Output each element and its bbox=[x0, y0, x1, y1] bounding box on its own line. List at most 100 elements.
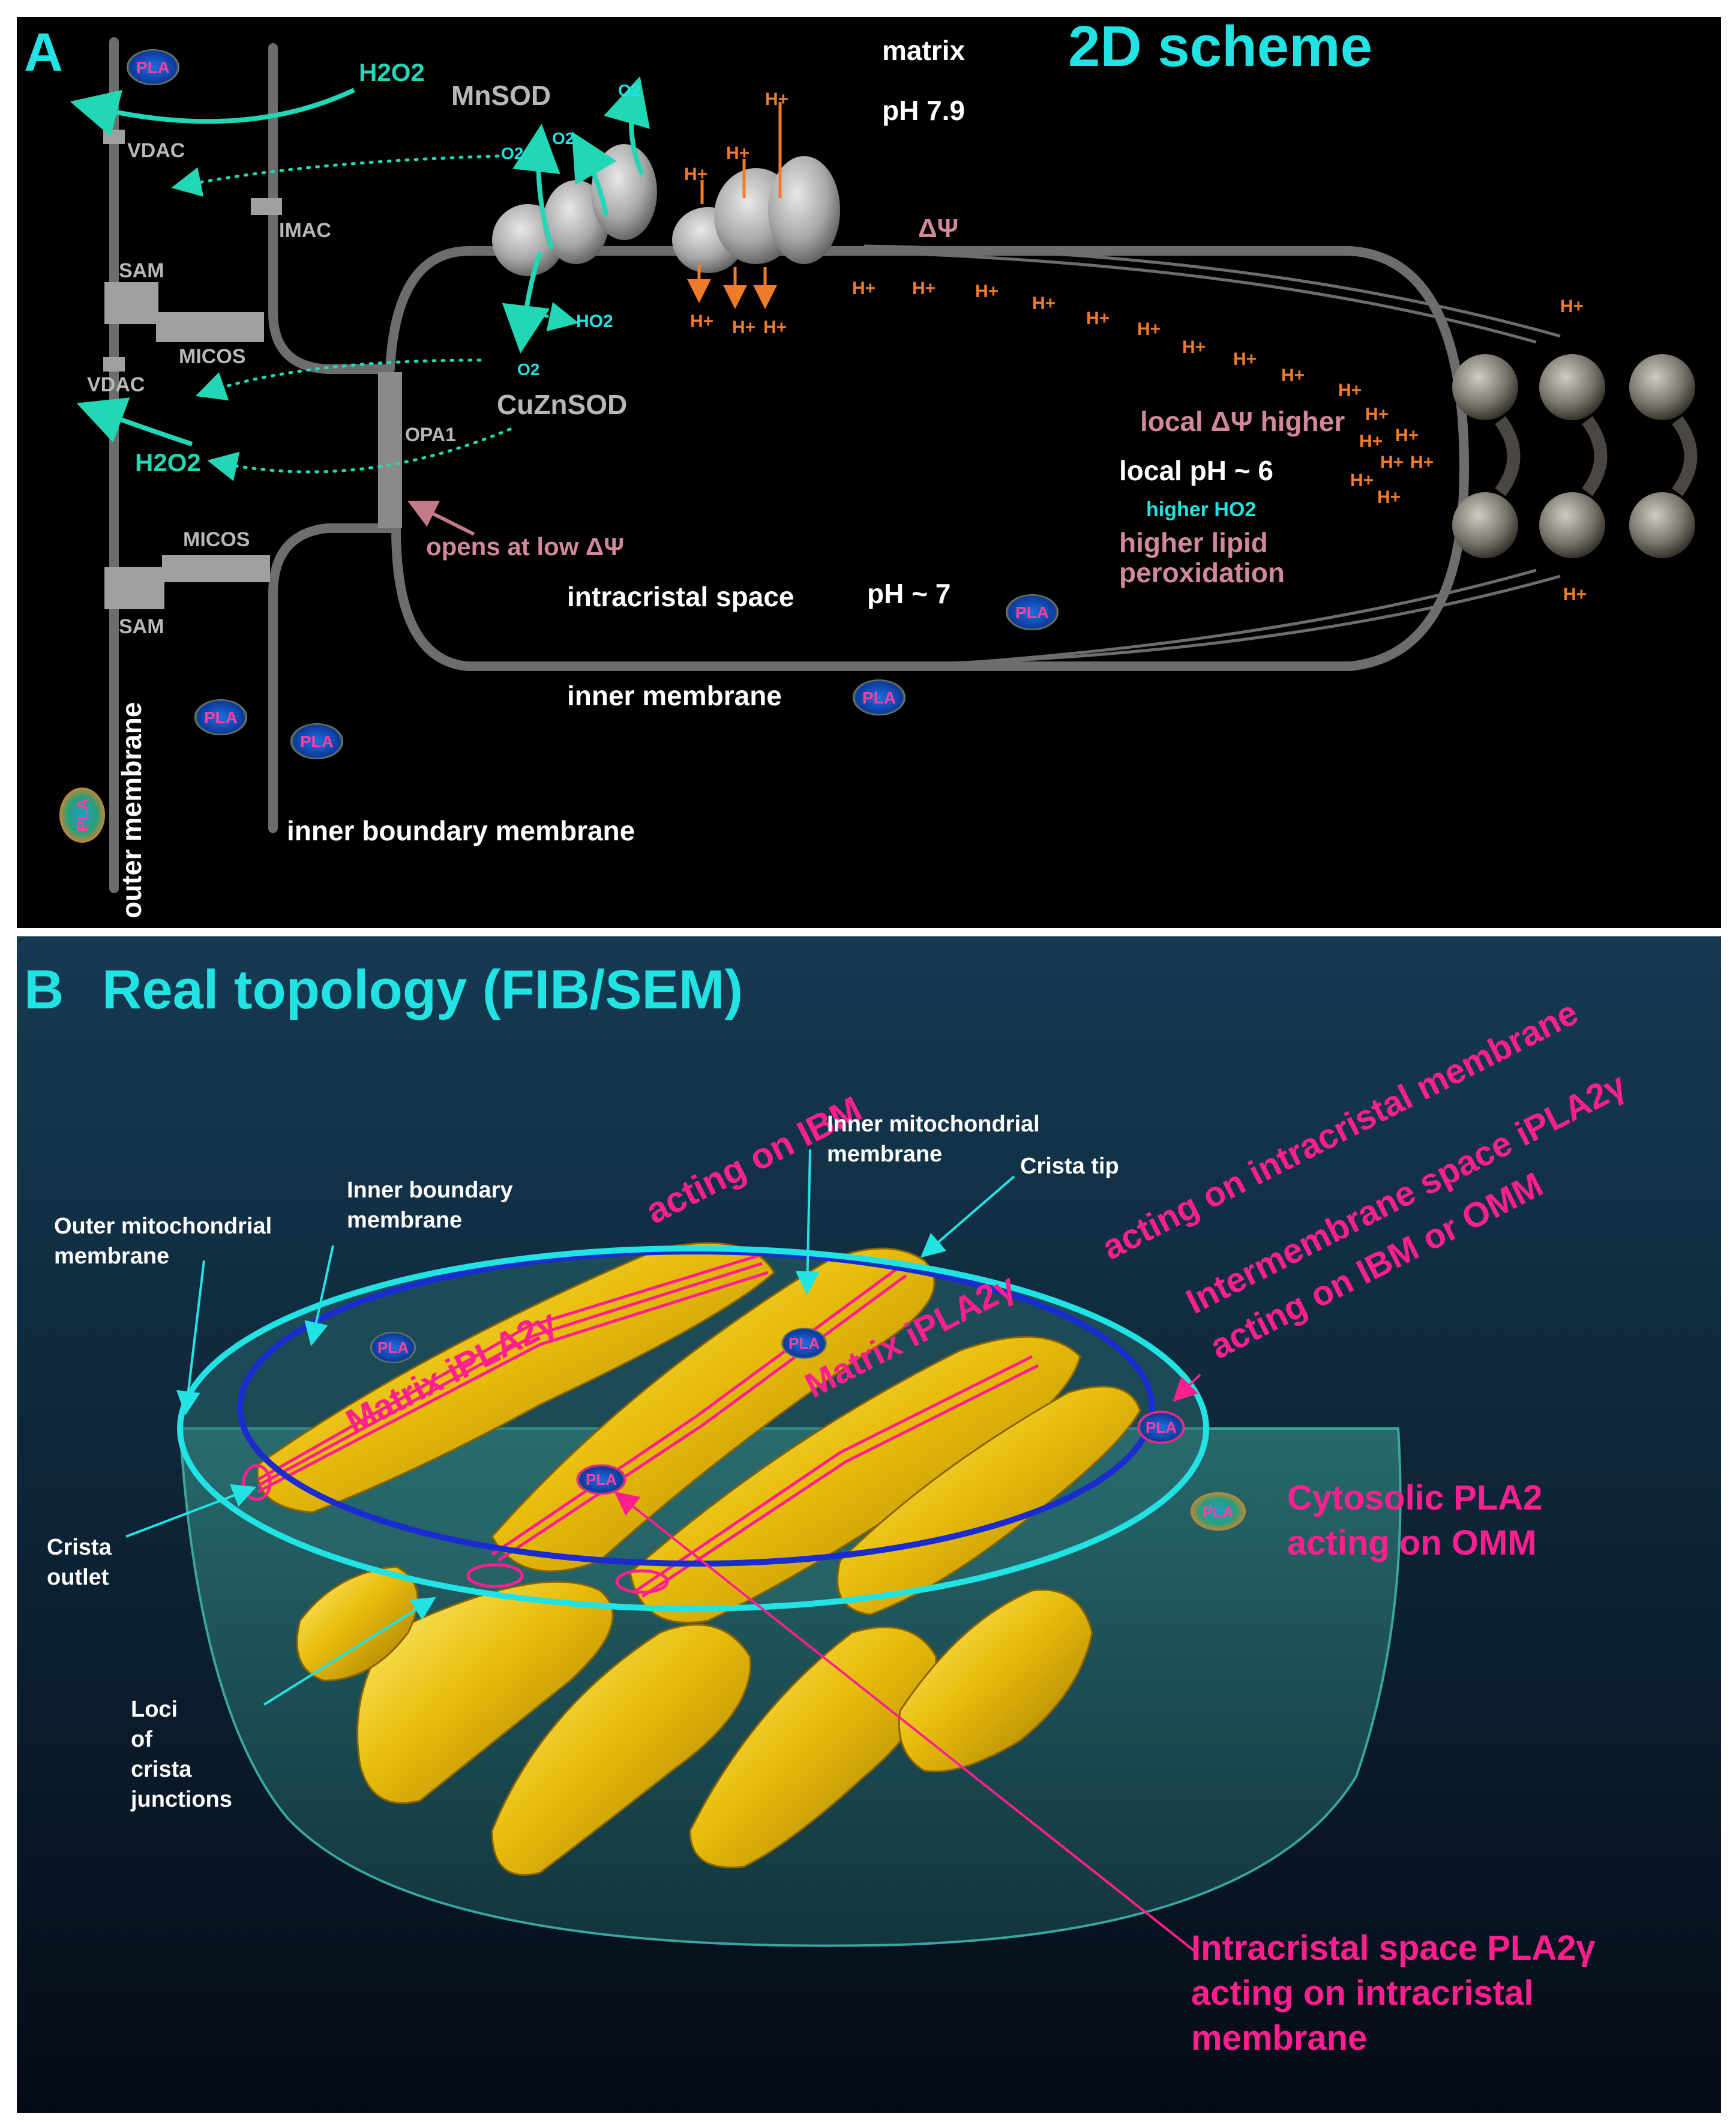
crista-tip-lines bbox=[863, 244, 1561, 671]
opa1-block bbox=[378, 372, 402, 528]
local-ph-label: local pH ~ 6 bbox=[1119, 455, 1273, 486]
intracristal-pla-label-1: Intracristal space PLA2γ bbox=[1191, 1929, 1596, 1968]
matrix-label: matrix bbox=[882, 35, 965, 66]
pla-label: PLA bbox=[862, 688, 896, 707]
inner-mito-label-2: membrane bbox=[827, 1142, 942, 1167]
pla-label: PLA bbox=[788, 1334, 820, 1352]
intracristal-space-label: intracristal space bbox=[567, 581, 794, 612]
h2o2-left-label: H2O2 bbox=[135, 448, 201, 477]
callout-lines bbox=[125, 1149, 1015, 1706]
h2o2-arrow-top bbox=[70, 88, 355, 137]
proton-label: H+ bbox=[912, 279, 936, 298]
loci-label-4: junctions bbox=[130, 1787, 232, 1812]
inner-boundary-label-2: membrane bbox=[347, 1208, 462, 1233]
local-dpsi-label: local ΔΨ higher bbox=[1140, 406, 1345, 437]
intracristal-pla-label-2: acting on intracristal bbox=[1191, 1974, 1533, 2013]
pla-label: PLA bbox=[1203, 1503, 1234, 1521]
pla-badges-b bbox=[370, 1328, 1246, 1531]
h2o2-top-label: H2O2 bbox=[359, 58, 425, 86]
opa1-label: OPA1 bbox=[405, 424, 456, 445]
sam-bottom-block bbox=[104, 567, 164, 609]
ho2-label: HO2 bbox=[576, 312, 613, 331]
proton-label: H+ bbox=[726, 143, 749, 163]
higher-ho2-label: higher HO2 bbox=[1146, 498, 1256, 521]
pla-label: PLA bbox=[1015, 603, 1049, 622]
proton-label: H+ bbox=[1032, 294, 1056, 313]
proton-label: H+ bbox=[732, 318, 755, 337]
loci-label-2: of bbox=[131, 1727, 152, 1752]
vdac-top-block bbox=[103, 130, 125, 144]
vdac-top-label: VDAC bbox=[127, 139, 185, 162]
vdac-mid-block bbox=[103, 357, 125, 372]
proton-label: H+ bbox=[1233, 349, 1257, 369]
proton-label: H+ bbox=[1350, 471, 1374, 490]
pla-label: PLA bbox=[377, 1339, 409, 1357]
inner-boundary-label-1: Inner boundary bbox=[347, 1178, 513, 1203]
pla-label: PLA bbox=[136, 58, 170, 77]
pla-label: PLA bbox=[73, 798, 92, 832]
crista-membrane bbox=[385, 246, 1470, 671]
cuznsod-label: CuZnSOD bbox=[497, 389, 627, 420]
ros-dotted-paths bbox=[171, 154, 579, 481]
outer-mito-label-1: Outer mitochondrial bbox=[54, 1214, 272, 1239]
micos-bottom-block bbox=[162, 555, 270, 582]
proton-label: H+ bbox=[765, 89, 788, 109]
sam-bottom-label: SAM bbox=[119, 615, 164, 638]
proton-label: H+ bbox=[1380, 453, 1404, 472]
inner-mito-label-1: Inner mitochondrial bbox=[827, 1112, 1040, 1137]
opa1-pointer-arrow bbox=[407, 501, 475, 536]
intracristal-pla-label-3: membrane bbox=[1191, 2019, 1367, 2058]
atp-synthase-dimers bbox=[1452, 354, 1698, 558]
delta-psi-label: ΔΨ bbox=[918, 214, 958, 243]
micos-bottom-label: MICOS bbox=[183, 528, 250, 551]
o2-label: O2 bbox=[618, 81, 640, 100]
h2o2-arrow-left bbox=[76, 397, 193, 447]
panel-a-title: 2D scheme bbox=[1068, 14, 1372, 79]
panel-a-letter: A bbox=[24, 23, 63, 83]
proton-label: H+ bbox=[1182, 337, 1206, 357]
peroxidation-label: peroxidation bbox=[1119, 557, 1285, 588]
loci-label-1: Loci bbox=[131, 1697, 178, 1722]
o2-label: O2 bbox=[517, 360, 539, 379]
proton-label: H+ bbox=[1338, 381, 1362, 400]
omm-ellipse bbox=[177, 1245, 1209, 1612]
proton-label: H+ bbox=[763, 318, 787, 337]
proton-label: H+ bbox=[975, 282, 999, 301]
panel-b-title: Real topology (FIB/SEM) bbox=[102, 959, 743, 1020]
panel-b-letter: B bbox=[24, 959, 64, 1020]
proton-label: H+ bbox=[1563, 585, 1587, 604]
outer-mito-label-2: membrane bbox=[54, 1244, 169, 1269]
panel-a-membranes bbox=[109, 37, 1470, 893]
proton-label: H+ bbox=[1359, 432, 1383, 451]
pla-label: PLA bbox=[586, 1471, 617, 1489]
inner-boundary-membrane-lower bbox=[268, 523, 401, 833]
imac-label: IMAC bbox=[279, 219, 331, 242]
o2-label: O2 bbox=[501, 144, 523, 163]
proton-label: H+ bbox=[1137, 319, 1161, 339]
pla-label: PLA bbox=[204, 708, 238, 727]
sam-top-label: SAM bbox=[119, 259, 164, 282]
crista-outlet-label-1: Crista bbox=[47, 1535, 112, 1560]
opens-low-label: opens at low ΔΨ bbox=[426, 532, 624, 561]
pla-label: PLA bbox=[1146, 1418, 1177, 1436]
proton-label: H+ bbox=[1560, 297, 1584, 316]
proton-label: H+ bbox=[852, 279, 876, 298]
cytosolic-pla-label-1: Cytosolic PLA2 bbox=[1287, 1478, 1542, 1517]
higher-lipid-label: higher lipid bbox=[1119, 527, 1268, 558]
o2-label: O2 bbox=[552, 129, 574, 148]
cristae-3d bbox=[256, 1242, 1141, 1876]
cytosolic-pla-label-2: acting on OMM bbox=[1287, 1523, 1537, 1562]
crista-outlet-label-2: outlet bbox=[47, 1565, 109, 1590]
mnsod-label: MnSOD bbox=[451, 80, 551, 111]
proton-label: H+ bbox=[1377, 487, 1401, 507]
crista-junctions bbox=[242, 1464, 669, 1594]
micos-top-label: MICOS bbox=[179, 345, 245, 368]
crista-membrane-paths bbox=[257, 1253, 1039, 1598]
proton-label: H+ bbox=[1410, 453, 1434, 472]
inner-membrane-label: inner membrane bbox=[567, 680, 782, 711]
proton-label: H+ bbox=[1086, 309, 1110, 328]
intracristal-ph-label: pH ~ 7 bbox=[867, 578, 951, 609]
ros-arrows bbox=[70, 76, 650, 447]
